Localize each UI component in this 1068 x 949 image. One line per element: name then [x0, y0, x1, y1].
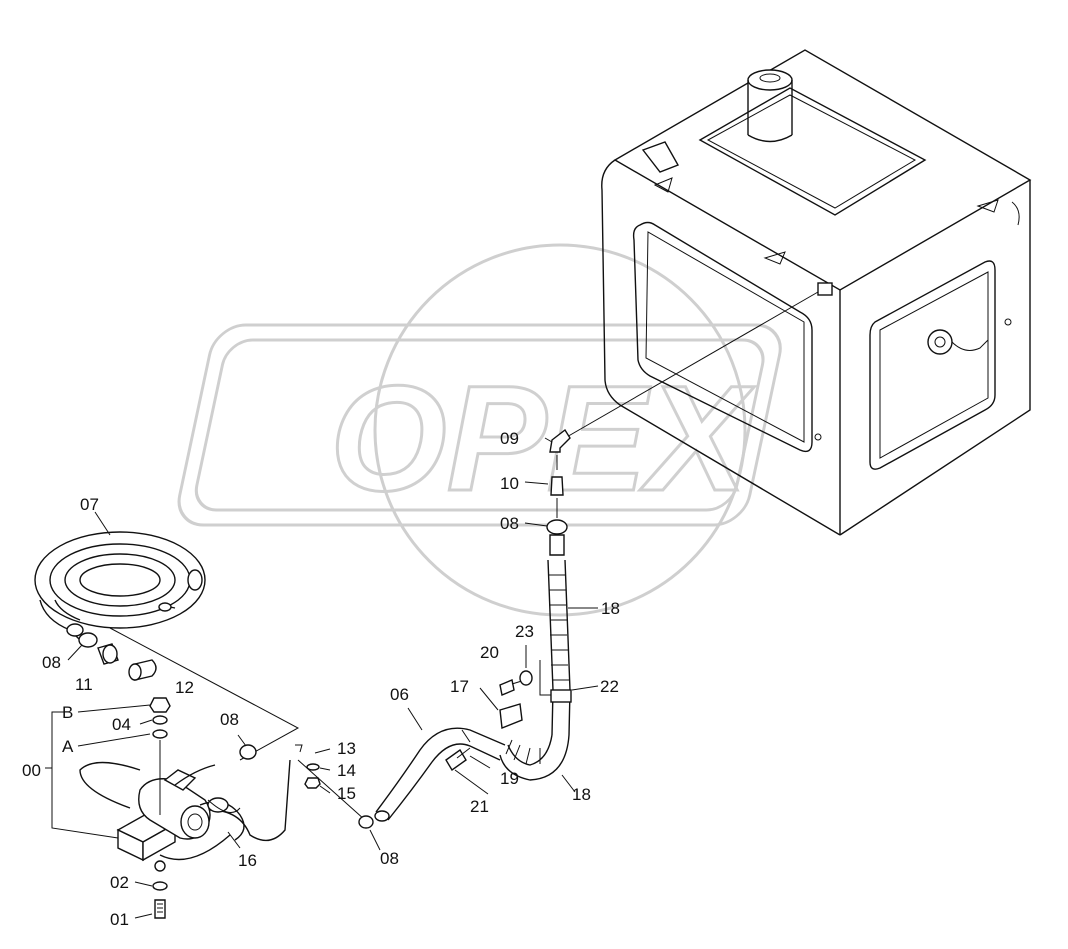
label-00: 00 [22, 761, 41, 780]
watermark-logo: OPEX [177, 243, 782, 617]
label-02: 02 [110, 873, 129, 892]
corrugated-hose [499, 559, 572, 781]
pump-assembly [79, 697, 374, 919]
part-labels: 07 08 11 12 B 04 A 00 08 13 14 15 16 02 … [22, 429, 620, 929]
label-12: 12 [175, 678, 194, 697]
label-01: 01 [110, 910, 129, 929]
label-08-left: 08 [42, 653, 61, 672]
label-08-bottom: 08 [380, 849, 399, 868]
label-21: 21 [470, 797, 489, 816]
watermark-text: OPEX [330, 354, 755, 522]
label-04: 04 [112, 715, 131, 734]
label-20: 20 [480, 643, 499, 662]
label-15: 15 [337, 784, 356, 803]
small-fittings-left [78, 627, 300, 761]
label-10: 10 [500, 474, 519, 493]
label-22: 22 [600, 677, 619, 696]
label-09: 09 [500, 429, 519, 448]
tank-outlet-fittings [546, 428, 571, 556]
label-B: B [62, 703, 73, 722]
label-14: 14 [337, 761, 356, 780]
tank-drawing [564, 49, 1032, 536]
label-18-top: 18 [601, 599, 620, 618]
label-18-bottom: 18 [572, 785, 591, 804]
label-08-mid: 08 [220, 710, 239, 729]
label-23: 23 [515, 622, 534, 641]
label-17: 17 [450, 677, 469, 696]
label-13: 13 [337, 739, 356, 758]
hose-06 [374, 660, 551, 822]
label-16: 16 [238, 851, 257, 870]
assembly-bracket [45, 711, 119, 839]
label-A: A [62, 737, 74, 756]
label-08-right: 08 [500, 514, 519, 533]
leader-lines [67, 437, 599, 919]
label-19: 19 [500, 769, 519, 788]
coiled-hose [34, 531, 206, 641]
label-06: 06 [390, 685, 409, 704]
label-07: 07 [80, 495, 99, 514]
label-11: 11 [75, 675, 93, 694]
